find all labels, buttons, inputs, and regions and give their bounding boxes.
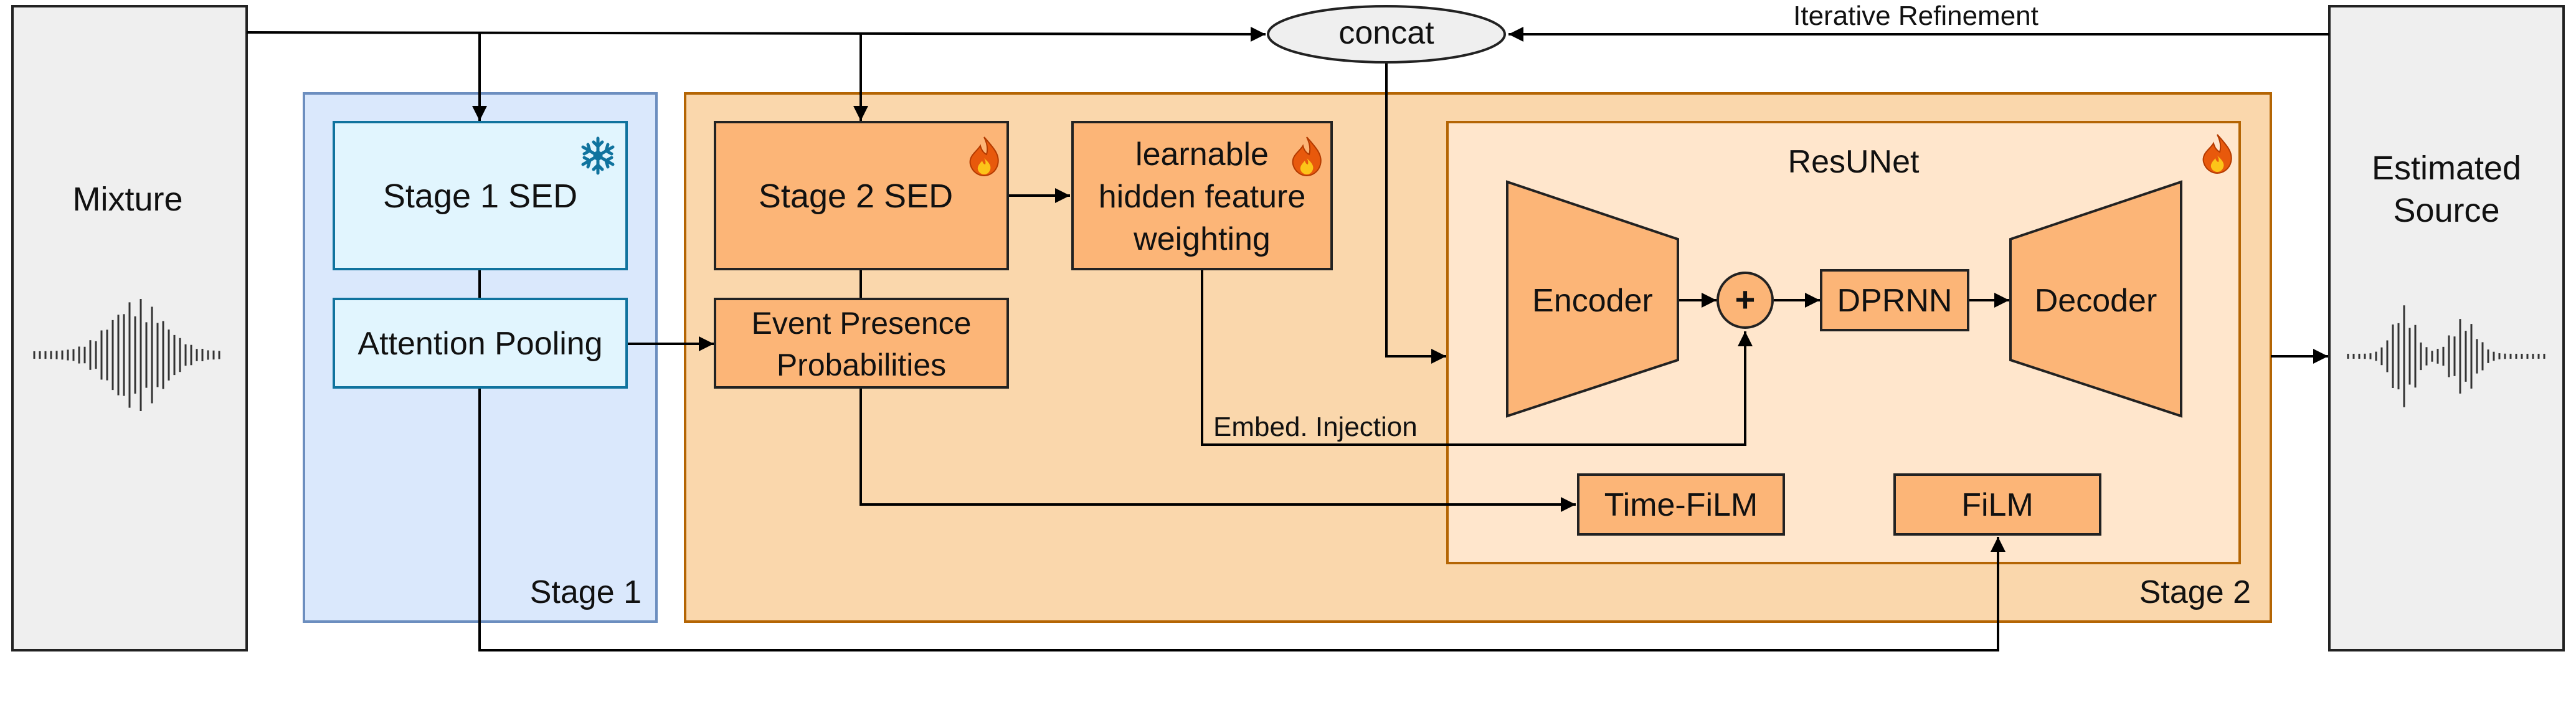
event-presence-box (714, 298, 1009, 389)
snowflake-icon (581, 136, 615, 175)
decoder-block (2009, 180, 2182, 418)
mixture-label: Mixture (72, 181, 182, 218)
estimated-source-label-line1: Estimated (2372, 149, 2521, 187)
estimated-source-panel (2328, 5, 2565, 651)
concat-node (1267, 5, 1506, 64)
sum-node (1717, 272, 1774, 329)
embed-injection-label: Embed. Injection (1213, 412, 1418, 442)
stage2-sed-box (714, 121, 1009, 270)
film-label: FiLM (1961, 487, 2034, 523)
stage1-label: Stage 1 (530, 574, 642, 610)
dprnn-label: DPRNN (1837, 283, 1953, 319)
feature-weighting-line2: hidden feature (1099, 179, 1306, 215)
stage1-sed-box (333, 121, 628, 270)
event-presence-label-line2: Probabilities (777, 348, 946, 382)
encoder-label: Encoder (1532, 283, 1653, 319)
time-film-box (1577, 473, 1785, 536)
iterative-refinement-label: Iterative Refinement (1793, 1, 2039, 31)
stage2-label: Stage 2 (2139, 574, 2251, 610)
attention-pooling-label: Attention Pooling (358, 326, 602, 362)
mixture-to-concat-line (246, 26, 1266, 42)
event-presence-to-time-film-arrow (859, 387, 1576, 512)
pooling-to-film-arrow (478, 387, 2005, 651)
time-film-label: Time-FiLM (1604, 487, 1758, 523)
dprnn-box (1820, 269, 1969, 331)
concat-to-resunet-arrow (1385, 62, 1446, 364)
resunet-label: ResUNet (1788, 144, 1920, 180)
estimated-source-label-line2: Source (2393, 192, 2499, 229)
decoder-label: Decoder (2035, 283, 2157, 319)
estimated-source-waveform (2347, 305, 2545, 407)
embed-injection-arrow (1201, 269, 1753, 446)
sum-node-label: + (1735, 280, 1756, 319)
feature-weighting-line1: learnable (1135, 136, 1269, 173)
stage1-sed-label: Stage 1 SED (383, 178, 577, 215)
stage2-sed-label: Stage 2 SED (759, 178, 953, 215)
event-presence-label-line1: Event Presence (752, 306, 972, 341)
mixture-waveform (33, 298, 220, 412)
feature-weighting-box (1071, 121, 1333, 270)
attention-pooling-box (333, 298, 628, 389)
concat-label: concat (1338, 15, 1434, 51)
film-box (1893, 473, 2101, 536)
encoder-block (1506, 180, 1679, 418)
feature-weighting-line3: weighting (1133, 221, 1271, 257)
